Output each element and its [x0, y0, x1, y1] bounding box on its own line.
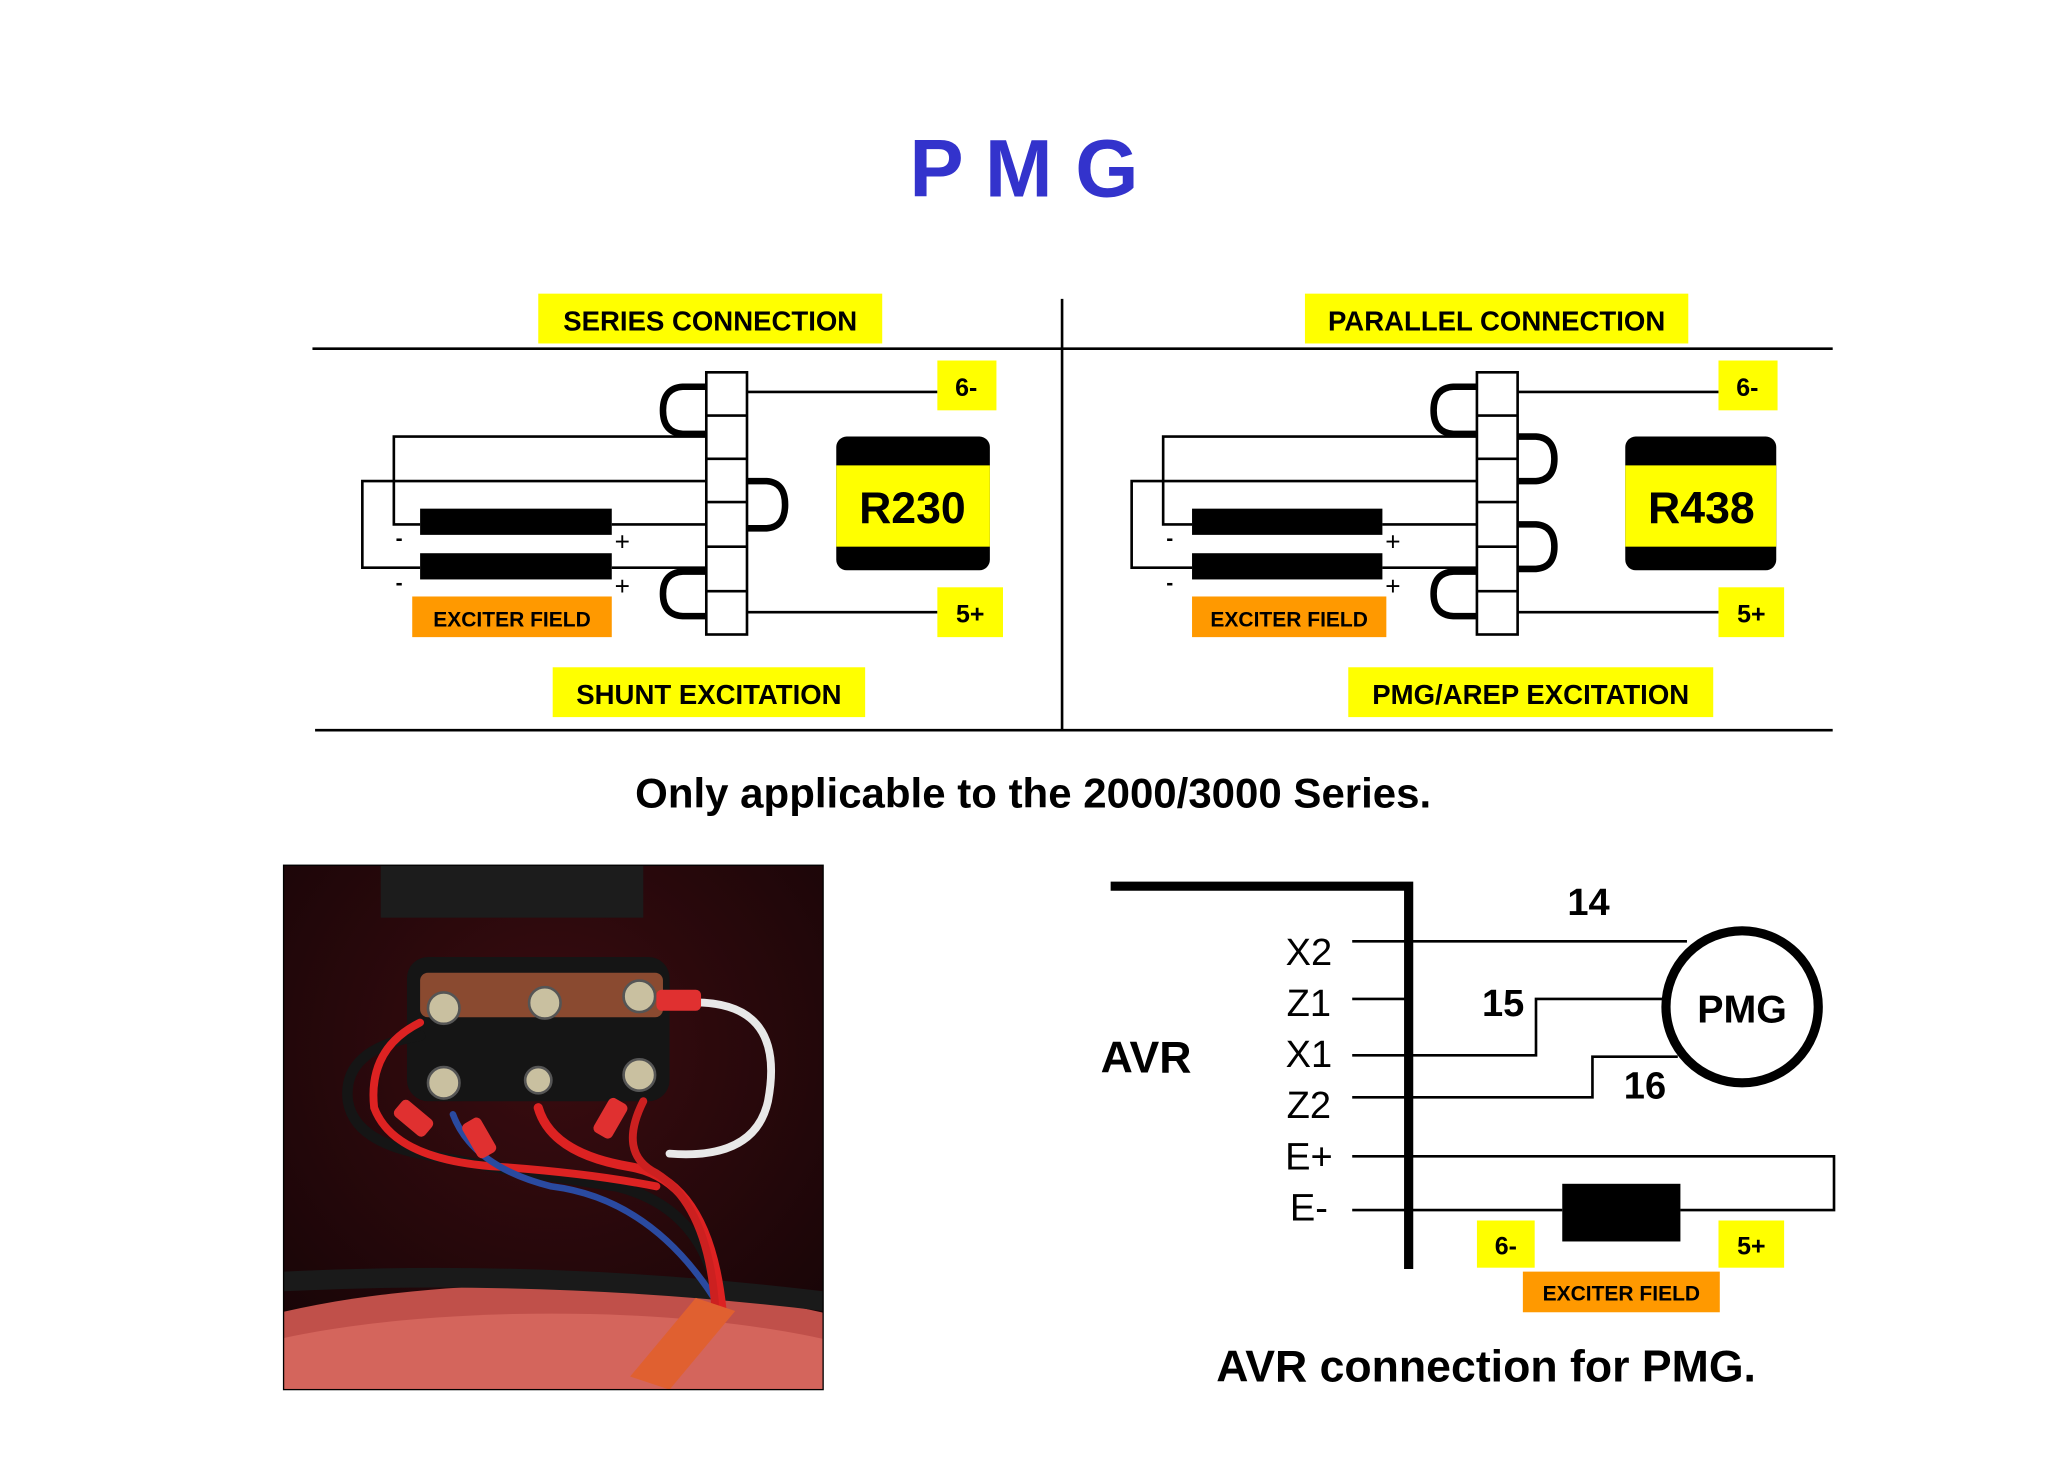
parallel-regulator-label-bg [1625, 465, 1777, 547]
avr-pin-x2: X2 [1286, 932, 1333, 974]
avr-pin-z2: Z2 [1287, 1085, 1331, 1127]
avr-caption: AVR connection for PMG. [1216, 1343, 1756, 1392]
parallel-terminal-pos-badge [1718, 587, 1785, 638]
wire-14-label: 14 [1567, 882, 1609, 924]
wire-16-label: 16 [1624, 1066, 1666, 1108]
series-coil-2-minus: - [396, 572, 403, 595]
series-terminal-strip [704, 371, 749, 636]
avr-terminal-neg-badge [1476, 1220, 1535, 1268]
avr-label: AVR [1101, 1033, 1192, 1082]
parallel-coil-1-minus: - [1166, 527, 1173, 550]
series-header: SERIES CONNECTION [563, 305, 857, 336]
avr-terminal-neg: 6- [1495, 1233, 1517, 1261]
series-terminal-pos: 5+ [956, 601, 984, 629]
parallel-exciter-label: EXCITER FIELD [1210, 609, 1368, 632]
avr-exciter-label: EXCITER FIELD [1543, 1282, 1701, 1305]
series-coil-1-plus: + [615, 527, 630, 557]
series-coil-1-minus: - [396, 527, 403, 550]
terminal-block-photo [282, 864, 824, 1391]
series-coil-2-plus: + [615, 571, 630, 601]
parallel-header-badge [1304, 293, 1689, 344]
parallel-footer: PMG/AREP EXCITATION [1372, 679, 1689, 710]
wire-15-label: 15 [1482, 983, 1524, 1025]
avr-pins: X2 Z1 X1 Z2 E+ E- [1285, 932, 1333, 1230]
series-exciter-badge [412, 596, 612, 638]
series-connection-diagram: SERIES CONNECTION - + [361, 293, 1003, 718]
parallel-coil-1 [1192, 508, 1383, 535]
avr-pin-x1: X1 [1286, 1034, 1333, 1076]
series-regulator-label-bg [836, 465, 990, 547]
series-exciter-label: EXCITER FIELD [433, 609, 591, 632]
avr-terminal-pos-badge [1718, 1220, 1785, 1268]
parallel-wiring [1130, 390, 1719, 614]
series-footer: SHUNT EXCITATION [576, 679, 841, 710]
series-coil-2 [420, 553, 612, 580]
series-note: Only applicable to the 2000/3000 Series. [635, 770, 1431, 817]
parallel-terminal-neg: 6- [1736, 374, 1758, 402]
series-terminal-neg: 6- [955, 374, 977, 402]
parallel-jumpers [1430, 383, 1558, 620]
parallel-coil-1-plus: + [1385, 527, 1400, 557]
avr-exciter-coil [1562, 1183, 1681, 1242]
series-terminal-pos-badge [937, 587, 1003, 638]
series-coil-1 [420, 508, 612, 535]
pmg-circle [1661, 926, 1823, 1088]
parallel-footer-badge [1348, 667, 1714, 718]
avr-enclosure [1110, 881, 1414, 1270]
parallel-connection-diagram: PARALLEL CONNECTION - + - + [1130, 293, 1785, 718]
series-footer-badge [552, 667, 866, 718]
avr-connection-diagram: AVR X2 Z1 X1 Z2 E+ E- 14 15 16 PMG [1101, 881, 1836, 1313]
parallel-regulator-label: R438 [1648, 484, 1755, 533]
connection-diagrams [312, 298, 1833, 732]
parallel-coil-2-plus: + [1385, 571, 1400, 601]
page-title: P M G [909, 124, 1138, 215]
parallel-terminal-strip [1475, 371, 1519, 636]
avr-pin-e-minus: E- [1290, 1188, 1328, 1230]
series-header-badge [538, 293, 883, 344]
parallel-header: PARALLEL CONNECTION [1328, 305, 1665, 336]
parallel-terminal-pos: 5+ [1737, 601, 1765, 629]
series-wiring [361, 390, 938, 614]
avr-pin-e-plus: E+ [1285, 1136, 1333, 1178]
parallel-terminal-neg-badge [1718, 360, 1778, 411]
pmg-label: PMG [1697, 988, 1787, 1032]
avr-terminal-pos: 5+ [1737, 1233, 1765, 1261]
series-terminal-neg-badge [937, 360, 997, 411]
avr-pin-z1: Z1 [1287, 983, 1331, 1025]
avr-exciter-badge [1522, 1271, 1720, 1313]
avr-wiring [1352, 939, 1836, 1212]
series-regulator-label: R230 [859, 484, 966, 533]
series-jumpers [659, 383, 789, 620]
parallel-coil-2-minus: - [1166, 572, 1173, 595]
parallel-coil-2 [1192, 553, 1383, 580]
parallel-exciter-badge [1192, 596, 1387, 638]
